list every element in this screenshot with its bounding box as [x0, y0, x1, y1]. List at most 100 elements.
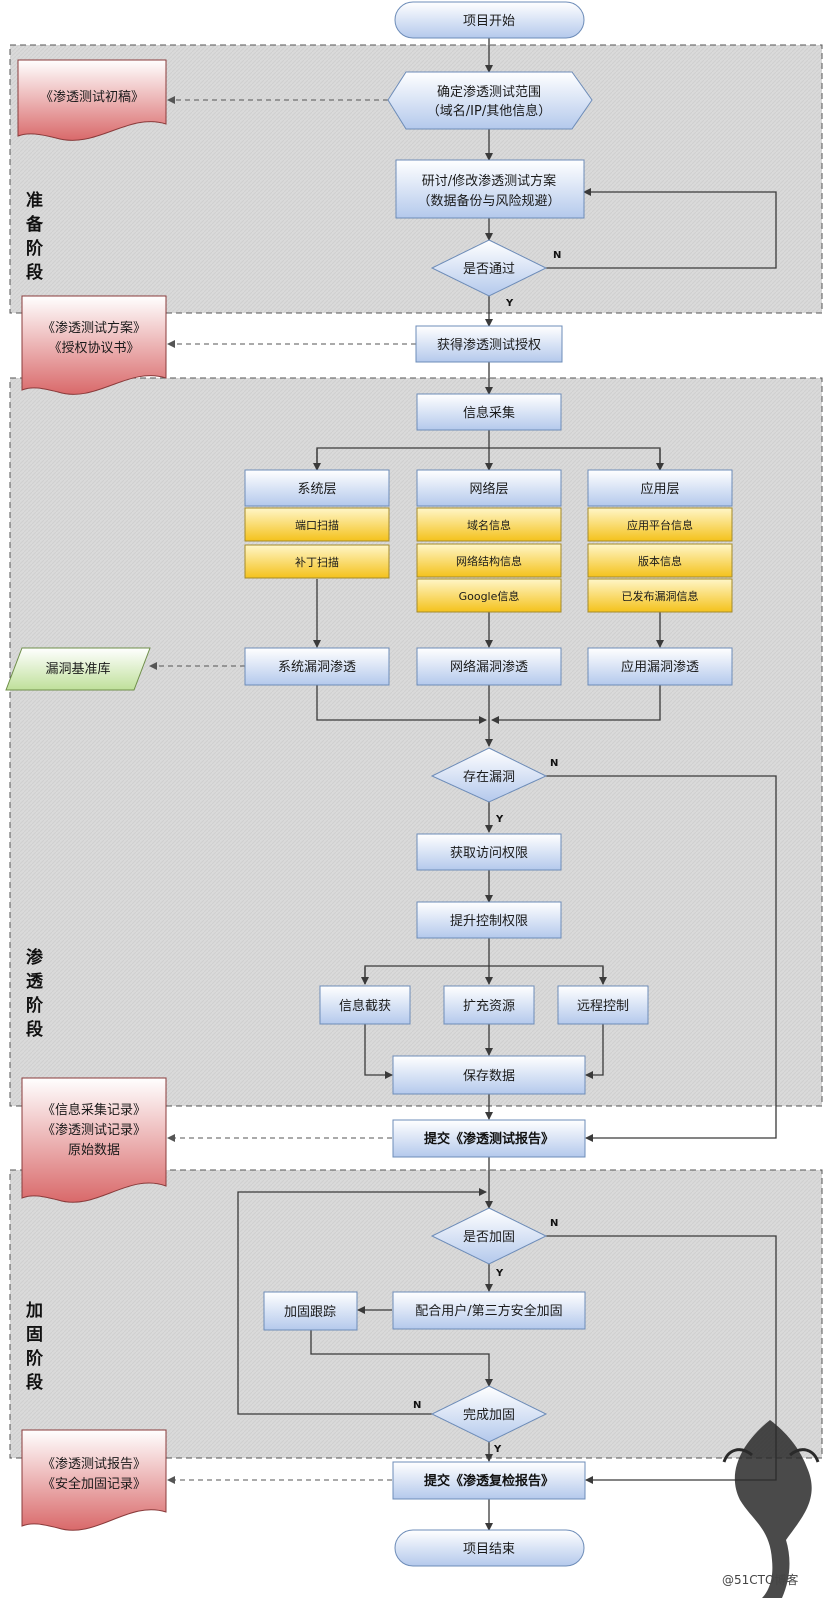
approve-decision: 是否通过: [430, 239, 548, 297]
svg-text:是否通过: 是否通过: [463, 262, 515, 277]
svg-text:加固跟踪: 加固跟踪: [284, 1305, 336, 1320]
access-box: 获取访问权限: [416, 833, 562, 871]
svg-text:是否加固: 是否加固: [463, 1230, 515, 1245]
svg-text:阶: 阶: [26, 1348, 44, 1369]
svg-text:Google信息: Google信息: [459, 589, 520, 603]
svg-text:获取访问权限: 获取访问权限: [450, 845, 528, 861]
svg-text:《信息采集记录》: 《信息采集记录》: [42, 1102, 146, 1118]
svg-text:《渗透测试记录》: 《渗透测试记录》: [42, 1123, 146, 1138]
watermark-text: @51CTO博客: [722, 1572, 798, 1587]
svg-text:备: 备: [25, 214, 44, 235]
svg-text:Y: Y: [505, 298, 514, 309]
svg-text:项目结束: 项目结束: [463, 1542, 515, 1557]
svg-text:固: 固: [26, 1325, 43, 1345]
connectors: [149, 38, 777, 1531]
svg-text:信息采集: 信息采集: [463, 405, 515, 421]
svg-text:系统层: 系统层: [297, 482, 336, 497]
svg-text:阶: 阶: [26, 995, 44, 1016]
svg-text:阶: 阶: [26, 238, 44, 259]
svg-text:《安全加固记录》: 《安全加固记录》: [42, 1476, 146, 1492]
svg-text:补丁扫描: 补丁扫描: [295, 555, 339, 569]
svg-text:提交《渗透复检报告》: 提交《渗透复检报告》: [424, 1473, 554, 1489]
svg-text:完成加固: 完成加固: [463, 1408, 515, 1423]
intercept-box: 信息截获: [319, 985, 411, 1025]
escalate-box: 提升控制权限: [416, 901, 562, 939]
svg-text:渗: 渗: [26, 947, 44, 968]
svg-text:已发布漏洞信息: 已发布漏洞信息: [622, 589, 699, 603]
svg-text:（数据备份与风险规避）: （数据备份与风险规避）: [417, 193, 560, 209]
svg-text:系统漏洞渗透: 系统漏洞渗透: [278, 659, 356, 675]
svg-text:段: 段: [26, 262, 43, 283]
svg-text:Y: Y: [495, 1268, 504, 1279]
svg-text:网络漏洞渗透: 网络漏洞渗透: [450, 659, 528, 675]
plan-box: 研讨/修改渗透测试方案 （数据备份与风险规避）: [395, 159, 585, 219]
expand-box: 扩充资源: [443, 985, 535, 1025]
cooperate-box: 配合用户/第三方安全加固: [392, 1291, 586, 1330]
authorize-box: 获得渗透测试授权: [415, 325, 563, 363]
svg-text:扩充资源: 扩充资源: [463, 998, 515, 1014]
doc-draft: 《渗透测试初稿》: [17, 59, 167, 141]
svg-text:N: N: [550, 758, 558, 769]
remote-box: 远程控制: [557, 985, 649, 1025]
scope-hexagon: 确定渗透测试范围 （域名/IP/其他信息）: [387, 71, 593, 130]
svg-text:研讨/修改渗透测试方案: 研讨/修改渗透测试方案: [422, 173, 556, 189]
save-data-box: 保存数据: [392, 1055, 586, 1095]
svg-text:《渗透测试方案》: 《渗透测试方案》: [42, 320, 146, 336]
svg-text:N: N: [413, 1400, 421, 1411]
has-vuln-decision: 存在漏洞: [430, 747, 548, 803]
start-terminator: 项目开始: [394, 1, 585, 39]
harden-decision: 是否加固: [430, 1207, 548, 1265]
collect-box: 信息采集: [416, 393, 562, 431]
svg-text:信息截获: 信息截获: [339, 998, 391, 1014]
svg-text:保存数据: 保存数据: [463, 1069, 515, 1084]
svg-text:准: 准: [26, 191, 43, 211]
svg-text:《授权协议书》: 《授权协议书》: [48, 340, 139, 356]
track-box: 加固跟踪: [263, 1291, 358, 1331]
svg-text:存在漏洞: 存在漏洞: [463, 769, 515, 785]
prep-phase-label: 准 备 阶 段: [25, 191, 44, 283]
doc-plan-agreement: 《渗透测试方案》 《授权协议书》: [21, 295, 167, 395]
doc-records: 《信息采集记录》 《渗透测试记录》 原始数据: [21, 1077, 167, 1203]
svg-text:端口扫描: 端口扫描: [295, 518, 339, 532]
svg-text:确定渗透测试范围: 确定渗透测试范围: [437, 85, 541, 100]
net-vuln-box: 网络漏洞渗透: [416, 647, 562, 686]
svg-text:应用漏洞渗透: 应用漏洞渗透: [621, 659, 699, 675]
svg-text:段: 段: [26, 1372, 43, 1393]
pen-phase-label: 渗 透 阶 段: [26, 947, 44, 1040]
svg-text:网络层: 网络层: [469, 481, 508, 497]
doc-report-harden: 《渗透测试报告》 《安全加固记录》: [21, 1429, 167, 1531]
svg-text:提交《渗透测试报告》: 提交《渗透测试报告》: [424, 1131, 554, 1147]
svg-text:加: 加: [25, 1301, 43, 1321]
svg-text:透: 透: [26, 971, 44, 992]
svg-text:N: N: [550, 1218, 558, 1229]
svg-text:提升控制权限: 提升控制权限: [450, 913, 528, 929]
svg-text:Y: Y: [495, 814, 504, 825]
svg-text:《渗透测试报告》: 《渗透测试报告》: [42, 1457, 146, 1472]
svg-text:域名信息: 域名信息: [467, 518, 511, 532]
app-vuln-box: 应用漏洞渗透: [587, 647, 733, 686]
application-layer-group: 应用层 应用平台信息 版本信息 已发布漏洞信息: [587, 469, 733, 613]
svg-text:（域名/IP/其他信息）: （域名/IP/其他信息）: [427, 103, 551, 119]
end-terminator: 项目结束: [394, 1529, 585, 1567]
svg-text:网络结构信息: 网络结构信息: [456, 554, 522, 568]
svg-text:应用平台信息: 应用平台信息: [627, 518, 693, 532]
submit-recheck-box: 提交《渗透复检报告》: [392, 1461, 586, 1500]
decision-labels: N Y N Y N Y N Y: [413, 250, 561, 1455]
svg-text:应用层: 应用层: [640, 481, 679, 497]
dragon-watermark-logo: [722, 1420, 820, 1598]
svg-text:《渗透测试初稿》: 《渗透测试初稿》: [40, 89, 144, 105]
svg-text:远程控制: 远程控制: [577, 999, 629, 1014]
svg-text:配合用户/第三方安全加固: 配合用户/第三方安全加固: [415, 1303, 562, 1319]
svg-text:N: N: [553, 250, 561, 261]
svg-text:版本信息: 版本信息: [638, 554, 682, 568]
harden-phase-label: 加 固 阶 段: [25, 1301, 44, 1393]
svg-text:漏洞基准库: 漏洞基准库: [45, 661, 110, 677]
svg-text:Y: Y: [493, 1444, 502, 1455]
svg-text:段: 段: [26, 1019, 43, 1040]
submit-report-box: 提交《渗透测试报告》: [392, 1119, 586, 1158]
svg-text:原始数据: 原始数据: [68, 1143, 120, 1158]
svg-text:获得渗透测试授权: 获得渗透测试授权: [437, 337, 541, 353]
sys-vuln-box: 系统漏洞渗透: [244, 647, 390, 686]
